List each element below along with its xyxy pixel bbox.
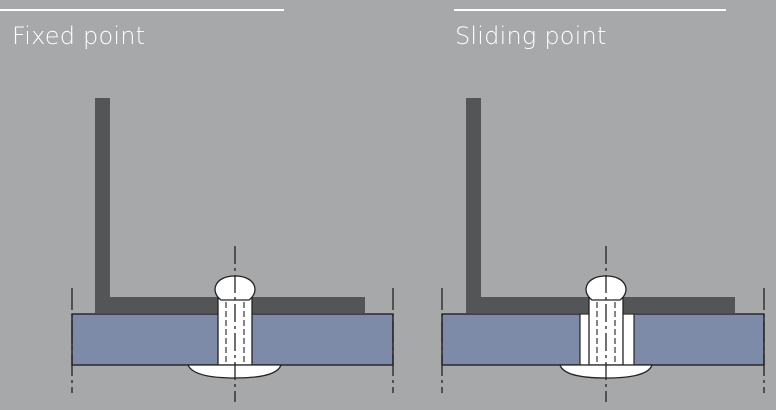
sliding-point-diagram — [441, 98, 765, 402]
fixed-point-title: Fixed point — [12, 22, 146, 50]
fixed-point-rule — [0, 9, 284, 11]
rivet-icon — [186, 246, 282, 402]
sliding-point-rule — [454, 9, 726, 11]
rivet-icon — [559, 246, 653, 402]
fixed-point-diagram — [71, 98, 394, 402]
sliding-point-title: Sliding point — [455, 22, 607, 50]
